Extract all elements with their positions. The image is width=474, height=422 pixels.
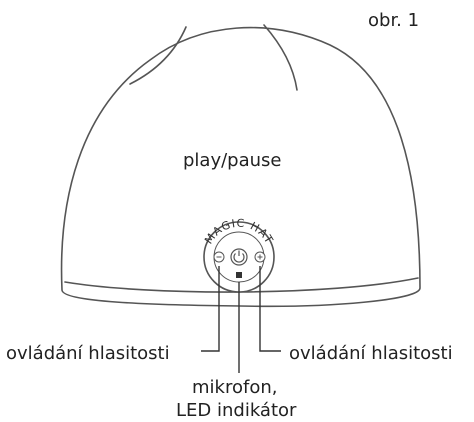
volume-control-label-left: ovládání hlasitosti xyxy=(6,343,170,364)
play-pause-label: play/pause xyxy=(183,150,282,171)
hat-outline xyxy=(60,26,421,308)
volume-up-button[interactable] xyxy=(254,251,266,263)
figure-label: obr. 1 xyxy=(368,10,420,31)
volume-down-button[interactable] xyxy=(213,251,225,263)
play-pause-button[interactable] xyxy=(230,248,248,266)
leader-line-volume-right xyxy=(259,266,281,352)
led-indicator-label: LED indikátor xyxy=(176,400,297,421)
hat-crease-right xyxy=(263,24,298,91)
power-icon xyxy=(233,250,245,263)
microphone-led-indicator xyxy=(236,272,242,278)
leader-lines xyxy=(201,266,281,373)
plus-icon xyxy=(257,254,263,260)
microphone-label: mikrofon, xyxy=(192,377,278,398)
hat-crease-left xyxy=(129,26,187,85)
control-unit: MAGIC HAT xyxy=(202,217,275,293)
volume-control-label-right: ovládání hlasitosti xyxy=(289,343,453,364)
leader-line-volume-left xyxy=(201,266,220,352)
